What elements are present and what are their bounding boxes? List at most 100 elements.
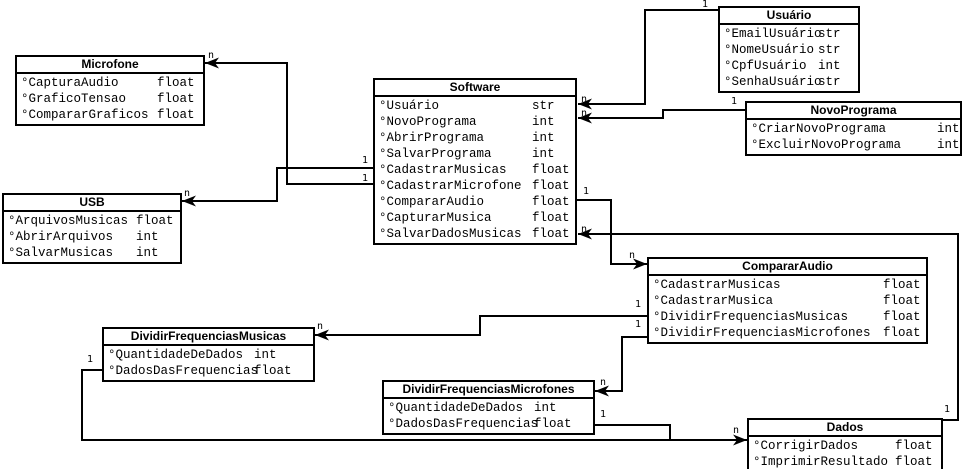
connector-novoprograma-software[interactable] <box>578 109 745 119</box>
attribute-row: °GraficoTensao float <box>17 91 203 107</box>
attribute-name: °EmailUsuário <box>724 27 822 41</box>
connector-software-compararaudio[interactable] <box>577 199 647 265</box>
multiplicity-label: 1 <box>702 0 709 10</box>
multiplicity-label: n <box>581 224 588 235</box>
attribute-row: °CadastrarMusica float <box>649 293 926 309</box>
multiplicity-label: 1 <box>362 173 369 184</box>
attribute-type: int <box>937 138 960 152</box>
multiplicity-label: 1 <box>87 354 94 365</box>
attribute-type: float <box>157 76 195 90</box>
attribute-type: float <box>532 195 570 209</box>
attribute-name: °CompararGraficos <box>21 108 149 122</box>
attribute-name: °DadosDasFrequencias <box>108 364 259 378</box>
class-title: Software <box>375 80 575 97</box>
connector-software-usb[interactable] <box>182 167 373 202</box>
attribute-type: float <box>883 294 921 308</box>
multiplicity-label: 1 <box>635 319 642 330</box>
attribute-name: °DividirFrequenciasMicrofones <box>653 326 871 340</box>
connector-dados-software[interactable] <box>578 233 959 421</box>
attribute-type: int <box>534 401 557 415</box>
connector-usuario-software[interactable] <box>578 9 718 105</box>
multiplicity-label: 1 <box>731 96 738 107</box>
attribute-name: °QuantidadeDeDados <box>108 348 244 362</box>
class-title: NovoPrograma <box>747 103 960 120</box>
attribute-name: °GraficoTensao <box>21 92 127 106</box>
attribute-type: int <box>136 230 159 244</box>
attribute-type: float <box>895 439 933 453</box>
multiplicity-label: 1 <box>944 404 951 415</box>
attribute-type: float <box>895 455 933 469</box>
attribute-list: °QuantidadeDeDados int °DadosDasFrequenci… <box>384 399 593 433</box>
connector-dividirfrequenciasmusicas-dados[interactable] <box>81 369 747 441</box>
attribute-type: int <box>532 131 555 145</box>
multiplicity-label: n <box>733 425 740 436</box>
multiplicity-label: 1 <box>600 409 607 420</box>
attribute-name: °CapturarMusica <box>379 211 492 225</box>
attribute-name: °CompararAudio <box>379 195 485 209</box>
class-box-dividirfrequenciasmicrofones[interactable]: DividirFrequenciasMicrofones °Quantidade… <box>382 380 595 435</box>
attribute-type: float <box>157 92 195 106</box>
attribute-name: °AbrirPrograma <box>379 131 485 145</box>
attribute-list: °CorrigirDados float °ImprimirResultado fl… <box>749 437 941 469</box>
attribute-name: °DadosDasFrequencias <box>388 417 539 431</box>
class-title: Microfone <box>17 57 203 74</box>
attribute-type: str <box>532 99 555 113</box>
attribute-type: float <box>883 278 921 292</box>
connector-compararaudio-dividirfrequenciasmicrofones[interactable] <box>595 336 647 392</box>
attribute-name: °CadastrarMusica <box>653 294 774 308</box>
attribute-name: °DividirFrequenciasMusicas <box>653 310 849 324</box>
multiplicity-label: n <box>581 108 588 119</box>
attribute-type: float <box>532 163 570 177</box>
multiplicity-label: n <box>184 188 191 199</box>
attribute-type: str <box>818 27 841 41</box>
attribute-name: °ImprimirResultado <box>753 455 889 469</box>
class-box-dividirfrequenciasmusicas[interactable]: DividirFrequenciasMusicas °QuantidadeDeD… <box>102 327 315 382</box>
multiplicity-label: 1 <box>583 186 590 197</box>
class-title: USB <box>4 195 180 212</box>
multiplicity-label: n <box>581 94 588 105</box>
class-title: DividirFrequenciasMicrofones <box>384 382 593 399</box>
multiplicity-label: n <box>208 50 215 61</box>
class-title: CompararAudio <box>649 259 926 276</box>
attribute-type: int <box>937 122 960 136</box>
multiplicity-label: n <box>629 250 636 261</box>
attribute-name: °QuantidadeDeDados <box>388 401 524 415</box>
attribute-name: °CorrigirDados <box>753 439 859 453</box>
attribute-type: float <box>532 211 570 225</box>
attribute-name: °NovoPrograma <box>379 115 477 129</box>
arrowhead <box>315 329 329 341</box>
arrowhead <box>182 195 196 207</box>
connector-software-microfone[interactable] <box>205 62 373 185</box>
connector-compararaudio-dividirfrequenciasmusicas[interactable] <box>315 315 647 336</box>
connector-dividirfrequenciasmicrofones-dados[interactable] <box>595 424 671 440</box>
attribute-name: °ArquivosMusicas <box>8 214 129 228</box>
attribute-name: °NomeUsuário <box>724 43 815 57</box>
attribute-type: int <box>818 59 841 73</box>
